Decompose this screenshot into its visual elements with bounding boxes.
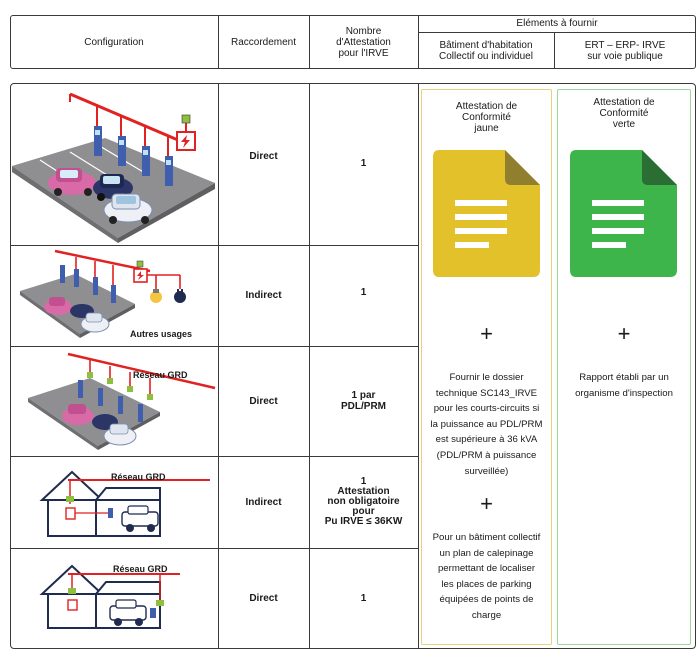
row-divider <box>10 346 418 347</box>
table-body <box>10 83 696 649</box>
column-divider <box>218 83 219 649</box>
header-divider <box>218 15 219 69</box>
row-5-raccordement: Direct <box>249 593 278 604</box>
header-divider <box>309 15 310 69</box>
parking-chargers-illustration <box>12 92 215 243</box>
table-header <box>10 15 696 69</box>
header-divider <box>418 32 696 33</box>
header-batiment: Bâtiment d'habitation Collectif ou indiv… <box>439 40 533 62</box>
header-ert: ERT – ERP- IRVE sur voie publique <box>584 40 666 62</box>
row-2-caption: Autres usages <box>130 329 193 339</box>
row-2-nombre: 1 <box>360 286 367 298</box>
row-divider <box>10 548 418 549</box>
document-icon <box>433 150 540 277</box>
green-panel <box>557 89 691 645</box>
car-suv <box>121 505 159 532</box>
header-raccordement: Raccordement <box>230 36 297 48</box>
document-icon <box>570 150 677 277</box>
yellow-panel-text-1: Fournir le dossier technique SC143_IRVE … <box>430 372 543 477</box>
row-4-nombre: 1 Attestation non obligatoire pour Pu IR… <box>324 476 403 527</box>
header-divider <box>554 33 555 69</box>
row-4-raccordement: Indirect <box>245 496 282 508</box>
car-white <box>103 193 153 224</box>
header-nombre: Nombre d'Attestation pour l'IRVE <box>336 25 391 59</box>
column-divider <box>309 83 310 649</box>
yellow-plus-1: + <box>480 321 493 346</box>
row-4-caption: Réseau GRD <box>111 472 166 482</box>
header-divider <box>418 15 419 69</box>
row-3-caption: Réseau GRD <box>133 370 188 380</box>
row-5-caption: Réseau GRD <box>113 564 168 574</box>
row-1-nombre: 1 <box>360 157 367 169</box>
row-1-raccordement: Direct <box>249 150 278 162</box>
plug-icon <box>174 291 186 303</box>
parking-other-uses-illustration <box>20 249 186 338</box>
yellow-panel-text-2: Pour un bâtiment collectif un plan de ca… <box>432 532 541 621</box>
green-panel-title: Attestation de Conformité verte <box>593 97 655 130</box>
row-3-raccordement: Direct <box>249 395 278 407</box>
header-configuration: Configuration <box>84 36 144 48</box>
row-divider <box>10 245 418 246</box>
row-3-nombre: 1 par PDL/PRM <box>341 390 386 412</box>
car-pink <box>48 168 96 196</box>
green-panel-text-1: Rapport établi par un organisme d'inspec… <box>575 372 673 399</box>
yellow-panel <box>421 89 552 645</box>
lightning-icon <box>137 271 144 280</box>
header-elements: Eléments à fournir <box>516 18 598 29</box>
lightning-icon <box>181 135 190 148</box>
row-5-nombre: 1 <box>360 593 367 604</box>
house-indirect-illustration <box>39 470 210 537</box>
green-plus-1: + <box>617 321 631 346</box>
row-2-raccordement: Indirect <box>245 290 282 301</box>
yellow-panel-title: Attestation de Conformité jaune <box>455 101 518 134</box>
lightbulb-icon <box>150 291 162 303</box>
column-divider <box>418 83 419 649</box>
yellow-plus-2: + <box>480 491 493 516</box>
row-divider <box>10 456 418 457</box>
house-direct-illustration <box>39 564 180 629</box>
car-suv <box>109 599 147 626</box>
parking-grid-network-illustration <box>28 352 216 450</box>
